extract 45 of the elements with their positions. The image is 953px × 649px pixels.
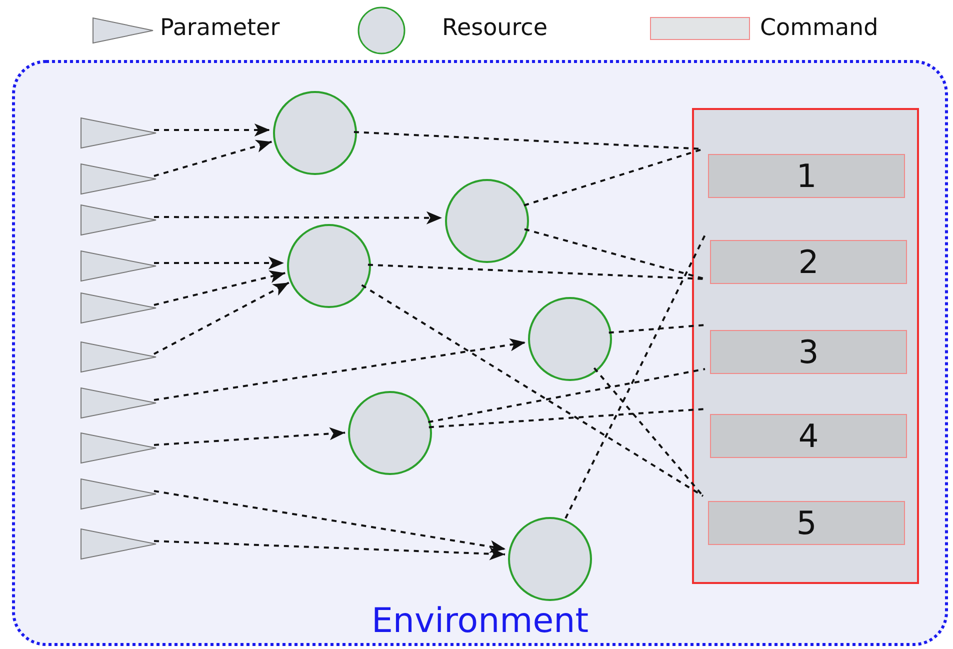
dashed-connector — [154, 256, 284, 270]
dashed-connector — [154, 270, 286, 306]
command-number: 1 — [796, 157, 817, 195]
parameter-triangle — [80, 341, 157, 373]
dashed-connector — [368, 264, 706, 280]
dashed-connector — [154, 124, 270, 136]
parameter-triangle — [80, 250, 157, 282]
parameter-triangle — [80, 163, 157, 195]
parameter-triangle — [80, 528, 157, 560]
command-group-box — [692, 108, 919, 584]
legend-label: Resource — [442, 15, 548, 41]
dashed-connector — [608, 324, 706, 334]
dashed-connector — [154, 338, 526, 401]
dashed-connector — [154, 211, 442, 224]
command-box — [708, 501, 905, 545]
dashed-connector — [564, 234, 706, 519]
dashed-connector — [428, 408, 706, 428]
parameter-triangle — [80, 117, 157, 149]
parameter-triangle — [80, 432, 157, 464]
command-number: 2 — [798, 243, 819, 281]
command-box — [708, 154, 905, 198]
legend-label: Command — [760, 15, 878, 41]
environment-area — [12, 60, 948, 646]
dashed-connector — [154, 490, 506, 554]
dashed-connector — [428, 368, 706, 424]
dashed-connector — [524, 148, 704, 206]
environment-label: Environment — [370, 601, 590, 641]
dashed-connector — [593, 367, 704, 497]
parameter-triangle — [80, 292, 157, 324]
dashed-connector — [154, 140, 272, 177]
dashed-connector — [154, 282, 290, 355]
command-number: 5 — [796, 504, 817, 542]
command-box — [710, 330, 907, 374]
parameter-triangle — [80, 478, 157, 510]
dashed-connector — [524, 228, 706, 280]
dashed-connector — [361, 284, 704, 497]
dashed-connector — [154, 540, 506, 560]
command-number: 3 — [798, 333, 819, 371]
legend-label: Parameter — [160, 15, 280, 41]
parameter-triangle — [80, 204, 157, 236]
command-box — [710, 240, 907, 284]
dashed-connector — [154, 427, 346, 446]
command-number: 4 — [798, 417, 819, 455]
parameter-triangle — [80, 387, 157, 419]
command-box — [710, 414, 907, 458]
